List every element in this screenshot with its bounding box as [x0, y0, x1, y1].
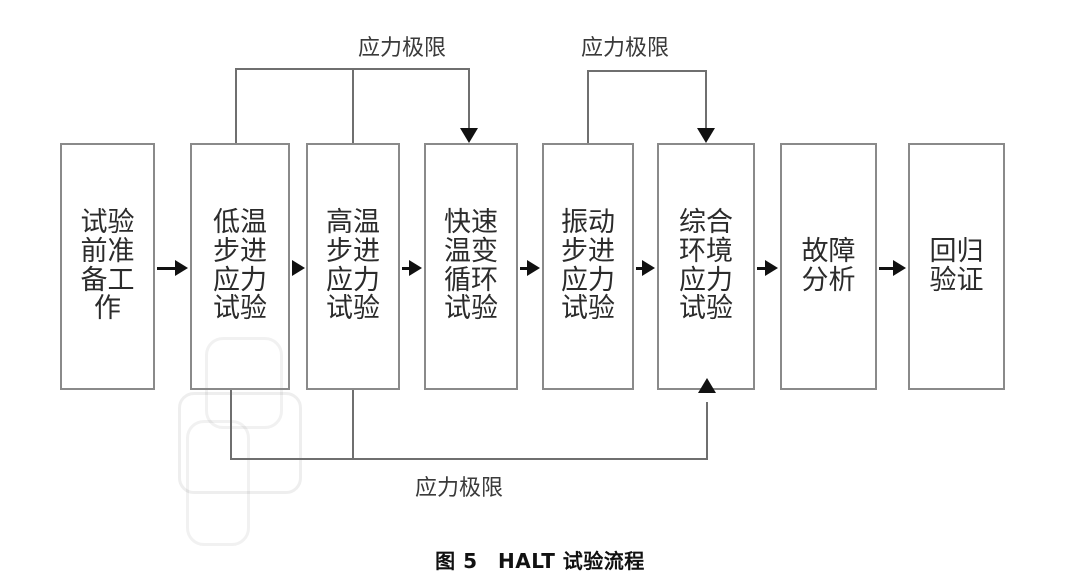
- loop-riser: [587, 70, 589, 143]
- process-box-label: 综合 环境 应力 试验: [679, 207, 733, 325]
- loop-riser: [352, 68, 354, 143]
- arrow-shaft: [520, 266, 529, 270]
- process-box-vibration-step-stress[interactable]: 振动 步进 应力 试验: [542, 143, 634, 390]
- process-box-label: 回归 验证: [929, 235, 984, 296]
- process-box-failure-analysis[interactable]: 故障 分析: [780, 143, 877, 390]
- loop-arrow-up-icon: [698, 378, 716, 393]
- process-box-label: 试验 前准 备工 作: [80, 207, 135, 325]
- loop-horizontal-rail: [235, 68, 468, 70]
- arrow-head-icon: [893, 260, 906, 276]
- figure-caption: 图 5 HALT 试验流程: [435, 549, 645, 573]
- loop-label: 应力极限: [358, 36, 447, 61]
- process-box-label: 低温 步进 应力 试验: [213, 207, 267, 325]
- arrow-head-icon: [642, 260, 655, 276]
- arrow-head-icon: [175, 260, 188, 276]
- process-box-combined-env-stress[interactable]: 综合 环境 应力 试验: [657, 143, 755, 390]
- process-box-high-temp-step-stress[interactable]: 高温 步进 应力 试验: [306, 143, 400, 390]
- watermark-shape: [186, 420, 250, 546]
- loop-riser: [230, 390, 232, 460]
- loop-riser: [235, 68, 237, 143]
- arrow-head-icon: [527, 260, 540, 276]
- loop-horizontal-rail: [587, 70, 705, 72]
- process-box-low-temp-step-stress[interactable]: 低温 步进 应力 试验: [190, 143, 290, 390]
- loop-label: 应力极限: [581, 36, 670, 61]
- loop-arrow-down-icon: [697, 128, 715, 143]
- process-box-label: 振动 步进 应力 试验: [561, 207, 615, 325]
- loop-horizontal-rail: [230, 458, 706, 460]
- arrow-shaft: [402, 266, 411, 270]
- arrow-head-icon: [765, 260, 778, 276]
- loop-arrow-down-icon: [460, 128, 478, 143]
- loop-riser: [352, 390, 354, 460]
- process-box-regression-verify[interactable]: 回归 验证: [908, 143, 1005, 390]
- watermark-shape: [178, 392, 302, 494]
- process-box-label: 故障 分析: [801, 235, 856, 296]
- arrow-head-icon: [409, 260, 422, 276]
- loop-target-riser: [706, 402, 708, 460]
- loop-label: 应力极限: [415, 476, 504, 501]
- process-box-pre-test-preparation[interactable]: 试验 前准 备工 作: [60, 143, 155, 390]
- process-box-rapid-thermal-cycling[interactable]: 快速 温变 循环 试验: [424, 143, 518, 390]
- arrow-shaft: [157, 266, 177, 270]
- loop-target-riser: [468, 68, 470, 133]
- arrow-shaft: [879, 266, 895, 270]
- arrow-head-icon: [292, 260, 305, 276]
- arrow-shaft: [757, 266, 767, 270]
- process-box-label: 高温 步进 应力 试验: [326, 207, 380, 325]
- loop-target-riser: [705, 70, 707, 133]
- process-box-label: 快速 温变 循环 试验: [444, 207, 498, 325]
- arrow-shaft: [636, 266, 644, 270]
